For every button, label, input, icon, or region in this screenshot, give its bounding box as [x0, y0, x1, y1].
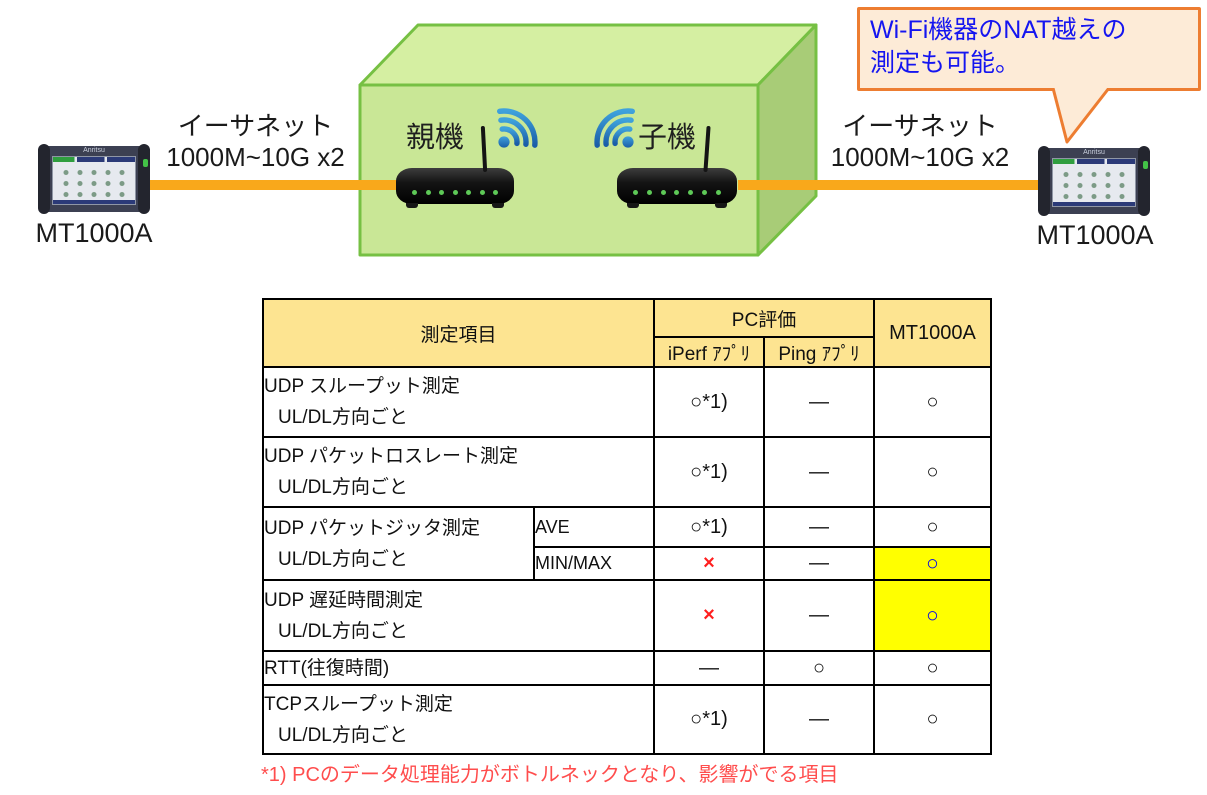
row-label-udp-loss: UDP パケットロスレート測定 UL/DL方向ごと: [262, 436, 655, 508]
device-brand-text: Anritsu: [1083, 149, 1105, 156]
router-leds: [412, 190, 498, 195]
child-router-label: 子機: [638, 122, 697, 154]
router-child: [617, 125, 737, 208]
table-row: UDP パケットジッタ測定 UL/DL方向ごと AVE ○*1) — ○: [262, 506, 992, 581]
power-led: [1143, 161, 1148, 169]
router-foot: [627, 203, 639, 208]
box-front-face: [358, 83, 760, 257]
device-bumper: [1038, 146, 1050, 216]
callout-text-line2: 測定も可能。: [870, 49, 1021, 77]
cell-udp-throughput-iperf: ○*1): [653, 366, 765, 438]
cell-udp-delay-mt: ○: [873, 579, 992, 652]
link-label-right-line1: イーサネット: [842, 111, 998, 141]
callout-tail: [1051, 88, 1111, 144]
row-label-tcp-throughput: TCPスループット測定 UL/DL方向ごと: [262, 684, 655, 755]
link-label-left: イーサネット 1000M~10G x2: [128, 111, 383, 173]
footnote-text: *1) PCのデータ処理能力がボトルネックとなり、影響がでる項目: [261, 764, 839, 786]
device-screen: [52, 156, 136, 205]
cell-udp-delay-iperf: ×: [653, 579, 765, 652]
header-mt1000a: MT1000A: [873, 298, 992, 368]
screen-menubar: [1053, 159, 1135, 164]
link-label-right: イーサネット 1000M~10G x2: [790, 111, 1050, 173]
screen-icon-grid: [1057, 168, 1131, 200]
link-label-left-line2: 1000M~10G x2: [166, 142, 345, 172]
row-label-rtt: RTT(往復時間): [262, 650, 655, 686]
row-label-udp-jitter: UDP パケットジッタ測定 UL/DL方向ごと: [262, 506, 535, 581]
cell-udp-loss-iperf: ○*1): [653, 436, 765, 508]
row-label-udp-throughput: UDP スループット測定 UL/DL方向ごと: [262, 366, 655, 438]
wifi-signal-icon: [497, 108, 538, 148]
cell-jitter-minmax-mt: ○: [873, 546, 992, 581]
measurement-comparison-table: 測定項目 PC評価 MT1000A iPerf ｱﾌﾟﾘ Ping ｱﾌﾟﾘ U…: [262, 298, 992, 755]
table-row: MIN/MAX × — ○: [263, 546, 992, 581]
cell-udp-loss-mt: ○: [873, 436, 992, 508]
cell-rtt-mt: ○: [873, 650, 992, 686]
cell-jitter-ave-mt: ○: [873, 506, 992, 548]
cell-jitter-ave-ping: —: [763, 506, 875, 548]
cell-jitter-minmax-iperf: ×: [653, 546, 765, 581]
router-foot: [406, 203, 418, 208]
cell-jitter-minmax-ping: —: [763, 546, 875, 581]
cell-tcp-throughput-iperf: ○*1): [653, 684, 765, 755]
subrow-label-minmax: MIN/MAX: [533, 546, 655, 581]
header-pc-eval-group: PC評価: [653, 298, 875, 338]
power-led: [143, 159, 148, 167]
header-measurement-item: 測定項目: [262, 298, 655, 368]
link-label-right-line2: 1000M~10G x2: [830, 142, 1010, 172]
screen-bottombar: [53, 200, 135, 204]
tester-device-left: Anritsu: [38, 144, 150, 214]
device-screen: [1052, 158, 1136, 207]
row-label-udp-delay: UDP 遅延時間測定 UL/DL方向ごと: [262, 579, 655, 652]
table-row: TCPスループット測定 UL/DL方向ごと ○*1) — ○: [262, 684, 992, 755]
cell-rtt-iperf: —: [653, 650, 765, 686]
router-foot: [492, 203, 504, 208]
ethernet-cable-left: [143, 180, 408, 190]
tester-device-right: Anritsu: [1038, 146, 1150, 216]
cell-tcp-throughput-mt: ○: [873, 684, 992, 755]
cell-udp-delay-ping: —: [763, 579, 875, 652]
shield-box-3d: [358, 23, 818, 257]
router-foot: [715, 203, 727, 208]
table-row: UDP スループット測定 UL/DL方向ごと ○*1) — ○: [262, 366, 992, 438]
callout-text-line1: Wi-Fi機器のNAT越えの: [870, 16, 1127, 44]
header-ping-app: Ping ｱﾌﾟﾘ: [763, 336, 875, 368]
box-top-face: [358, 23, 818, 87]
link-label-left-line1: イーサネット: [177, 111, 334, 141]
device-brand-text: Anritsu: [83, 147, 105, 154]
wifi-signal-icon: [594, 108, 635, 148]
cell-rtt-ping: ○: [763, 650, 875, 686]
header-iperf-app: iPerf ｱﾌﾟﾘ: [653, 336, 765, 368]
tester-label-left: MT1000A: [35, 218, 153, 248]
router-leds: [633, 190, 721, 195]
subrow-label-ave: AVE: [533, 506, 655, 548]
cell-udp-throughput-ping: —: [763, 366, 875, 438]
screen-menubar: [53, 157, 135, 162]
cell-tcp-throughput-ping: —: [763, 684, 875, 755]
callout-bubble: Wi-Fi機器のNAT越えの 測定も可能。: [857, 7, 1201, 91]
cell-jitter-ave-iperf: ○*1): [653, 506, 765, 548]
tester-label-right: MT1000A: [1036, 220, 1154, 250]
table-row: UDP パケットロスレート測定 UL/DL方向ごと ○*1) — ○: [262, 436, 992, 508]
router-parent: [396, 125, 514, 208]
screen-bottombar: [1053, 202, 1135, 206]
device-bumper: [38, 144, 50, 214]
screen-icon-grid: [57, 166, 131, 198]
cell-udp-loss-ping: —: [763, 436, 875, 508]
parent-router-label: 親機: [406, 122, 465, 154]
table-row: UDP 遅延時間測定 UL/DL方向ごと × — ○: [262, 579, 992, 652]
table-row: RTT(往復時間) — ○ ○: [262, 650, 992, 686]
ethernet-cable-right: [738, 180, 1046, 190]
cell-udp-throughput-mt: ○: [873, 366, 992, 438]
